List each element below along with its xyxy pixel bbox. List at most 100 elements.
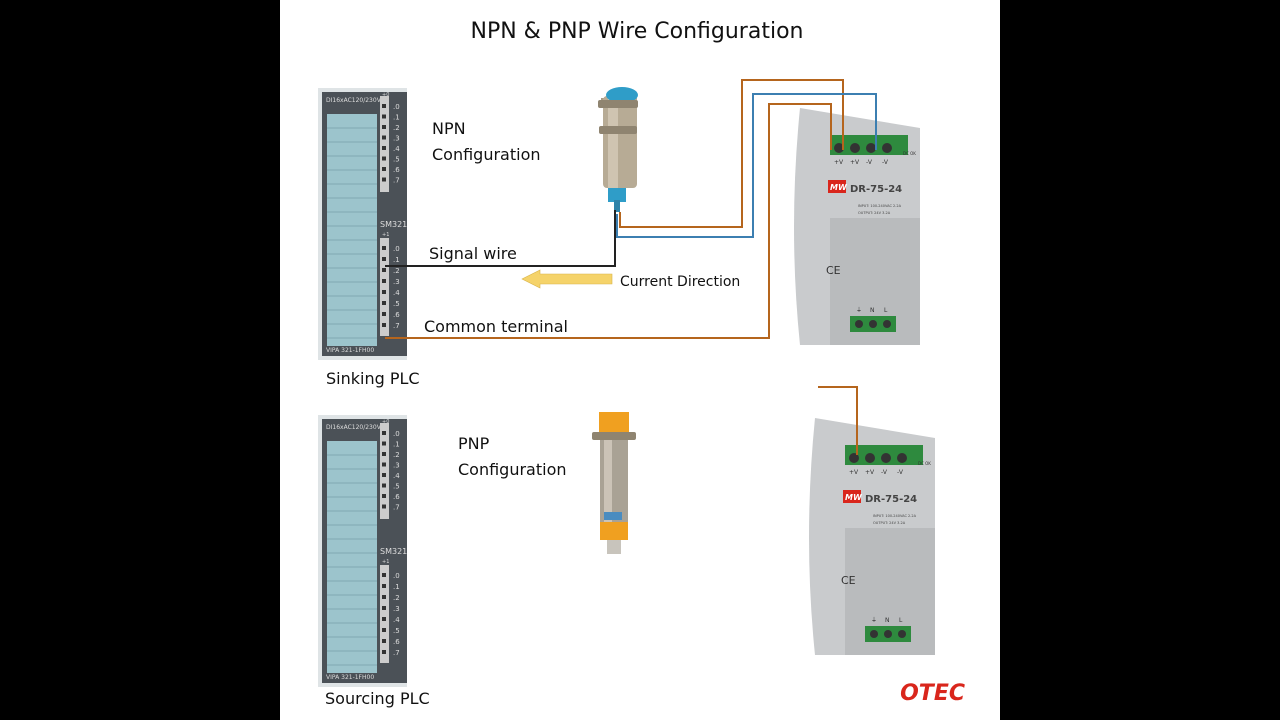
pnp-label: PNP xyxy=(458,434,490,453)
plc-led xyxy=(382,494,386,498)
psu-output-spec: OUTPUT: 24V 3.2A xyxy=(873,521,906,525)
plc-led xyxy=(382,177,386,182)
current-direction-label: Current Direction xyxy=(620,274,740,290)
plc-channel-label: .7 xyxy=(393,649,400,657)
plc-led xyxy=(382,441,386,446)
plc-led xyxy=(382,639,386,643)
sinking-plc-module: DI16xAC120/230V+0SM321+1.0.0.1.1.2.2.3.3… xyxy=(318,88,407,360)
terminal-screw xyxy=(883,320,891,328)
plc-channel-label: .5 xyxy=(393,300,400,308)
plc-group-label: +0 xyxy=(382,419,389,425)
mw-logo-text: MW xyxy=(830,183,848,192)
plc-label-panel xyxy=(327,114,377,346)
plc-led xyxy=(382,595,386,599)
otec-logo-text: OTEC xyxy=(900,681,965,706)
diagram-title: NPN & PNP Wire Configuration xyxy=(471,19,804,44)
terminal-label: -V xyxy=(881,469,888,476)
terminal-label: ⏚ xyxy=(856,307,862,314)
common-terminal-wire xyxy=(385,103,832,339)
pnp-configuration-label: Configuration xyxy=(458,460,567,479)
plc-led xyxy=(382,290,386,294)
sourcing-plc-module: DI16xAC120/230V+0SM321+1.0.0.1.1.2.2.3.3… xyxy=(318,415,407,687)
plc-channel-label: .6 xyxy=(393,166,400,174)
plc-channel-label: .6 xyxy=(393,638,400,646)
plc-channel-label: .6 xyxy=(393,311,400,319)
mw-logo xyxy=(843,490,861,503)
plc-channel-label: .3 xyxy=(393,605,400,613)
plc-led xyxy=(382,473,386,477)
plc-led xyxy=(382,156,386,161)
ce-mark: CE xyxy=(841,574,856,587)
psu-input-spec: INPUT: 100-240VAC 2.2A xyxy=(873,514,917,518)
plc-channel-label: .5 xyxy=(393,627,400,635)
plc-channel-label: .4 xyxy=(393,472,400,480)
wiring-diagram: NPN & PNP Wire Configuration DI16xAC120/… xyxy=(318,19,965,708)
plc-led-strip xyxy=(380,238,389,336)
common-terminal-label: Common terminal xyxy=(424,317,568,336)
plc-channel-label: .0 xyxy=(393,430,400,438)
terminal-screw xyxy=(850,143,860,153)
ce-mark: CE xyxy=(826,264,841,277)
terminal-screw xyxy=(865,453,875,463)
plc-channel-label: .1 xyxy=(393,114,400,122)
terminal-screw xyxy=(882,143,892,153)
plc-channel-label: .7 xyxy=(393,504,400,512)
plc-led xyxy=(382,323,386,327)
current-direction-arrow xyxy=(521,269,613,289)
orange-supply-wire xyxy=(619,79,844,228)
terminal-screw xyxy=(855,320,863,328)
terminal-label: -V xyxy=(882,159,889,166)
pnp-supply-wire xyxy=(818,386,858,455)
npn-label: NPN xyxy=(432,119,466,138)
terminal-screw xyxy=(866,143,876,153)
plc-led xyxy=(382,504,386,509)
terminal-label: +V xyxy=(834,159,844,166)
plc-led-strip xyxy=(380,565,389,663)
plc-led xyxy=(382,114,386,119)
plc-led xyxy=(382,483,386,488)
plc-channel-label: .0 xyxy=(393,103,400,111)
terminal-screw xyxy=(870,630,878,638)
plc-channel-label: .3 xyxy=(393,278,400,286)
plc-channel-label: .1 xyxy=(393,441,400,449)
plc-channel-label: .7 xyxy=(393,177,400,185)
plc-part-text: VIPA 321-1FH00 xyxy=(326,347,374,354)
dc-ok-label: DC OK xyxy=(903,151,916,156)
plc-led xyxy=(382,584,386,588)
plc-channel-label: .4 xyxy=(393,145,400,153)
plc-channel-label: .7 xyxy=(393,322,400,330)
terminal-label: N xyxy=(885,617,890,624)
psu-model: DR-75-24 xyxy=(850,184,902,195)
terminal-screw xyxy=(881,453,891,463)
terminal-label: +V xyxy=(849,469,859,476)
plc-led-strip xyxy=(380,96,389,192)
psu-output-spec: OUTPUT: 24V 3.2A xyxy=(858,211,891,215)
plc-channel-label: .2 xyxy=(393,124,400,132)
plc-channel-label: .1 xyxy=(393,256,400,264)
plc-led xyxy=(382,135,386,140)
terminal-label: L xyxy=(884,307,888,314)
terminal-screw xyxy=(834,143,844,153)
plc-channel-label: .1 xyxy=(393,583,400,591)
plc-led xyxy=(382,167,386,171)
plc-led xyxy=(382,606,386,610)
plc-led xyxy=(382,125,386,129)
plc-led xyxy=(382,268,386,272)
terminal-label: +V xyxy=(850,159,860,166)
plc-led xyxy=(382,462,386,467)
plc-group-label: +1 xyxy=(382,232,389,238)
plc-channel-label: .5 xyxy=(393,156,400,164)
plc-led xyxy=(382,312,386,316)
terminal-label: -V xyxy=(897,469,904,476)
plc-led xyxy=(382,628,386,632)
mw-logo-text: MW xyxy=(845,493,863,502)
plc-led xyxy=(382,104,386,108)
npn-configuration-label: Configuration xyxy=(432,145,541,164)
plc-module-text: SM321 xyxy=(380,220,407,229)
plc-channel-label: .0 xyxy=(393,245,400,253)
sinking-plc-caption: Sinking PLC xyxy=(326,369,420,388)
plc-channel-label: .6 xyxy=(393,493,400,501)
plc-part-text: VIPA 321-1FH00 xyxy=(326,674,374,681)
terminal-screw xyxy=(897,453,907,463)
